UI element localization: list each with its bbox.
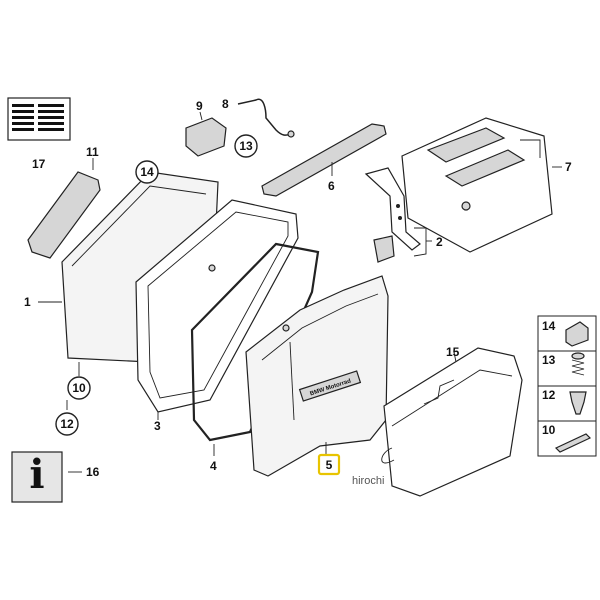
- callout-circle-13: 13: [234, 134, 258, 158]
- part-11-strap: [27, 158, 101, 259]
- callout-circle-12: 12: [55, 412, 79, 436]
- label-1: 1: [24, 295, 31, 309]
- label-6: 6: [328, 179, 335, 193]
- svg-text:13: 13: [239, 139, 253, 153]
- pin-10-icon: [554, 433, 592, 453]
- part-8-cable: [237, 98, 295, 138]
- legend-label-10: 10: [542, 423, 556, 437]
- spring-13-icon: [571, 352, 585, 376]
- part-5-case-shell: BMW Motorrad: [245, 275, 389, 477]
- label-2: 2: [436, 235, 443, 249]
- rivet-12-icon: [569, 391, 587, 415]
- label-3: 3: [154, 419, 161, 433]
- part-2-mount-plate: [364, 167, 432, 263]
- legend-label-13: 13: [542, 353, 556, 367]
- svg-text:14: 14: [140, 165, 154, 179]
- label-17: 17: [32, 157, 46, 171]
- nut-14-icon: [565, 321, 589, 347]
- part-3-case-frame: [135, 199, 299, 420]
- part-9-bracket: [185, 111, 227, 157]
- part-6-bar: [261, 123, 387, 197]
- label-9: 9: [196, 99, 203, 113]
- label-7: 7: [565, 160, 572, 174]
- label-8: 8: [222, 97, 229, 111]
- part-17-label-sheet: [7, 97, 71, 141]
- svg-text:12: 12: [60, 417, 74, 431]
- small-parts-legend: 14 13 12 10: [537, 315, 597, 457]
- callout-circle-14: 14: [135, 160, 159, 184]
- label-15: 15: [446, 345, 460, 359]
- svg-text:i: i: [29, 451, 44, 498]
- watermark-text: hirochi: [352, 475, 384, 487]
- info-icon: i: [11, 451, 82, 503]
- legend-label-14: 14: [542, 319, 556, 333]
- svg-text:10: 10: [72, 381, 86, 395]
- callout-circle-10: 10: [67, 376, 91, 400]
- legend-label-12: 12: [542, 388, 556, 402]
- label-16: 16: [86, 465, 100, 479]
- part-15-inner-bag: [381, 347, 523, 497]
- label-11: 11: [86, 145, 99, 159]
- callout-5-highlighted[interactable]: 5: [317, 453, 341, 476]
- label-5: 5: [326, 458, 333, 472]
- label-4: 4: [210, 459, 217, 473]
- part-7-handle-set: [401, 117, 562, 253]
